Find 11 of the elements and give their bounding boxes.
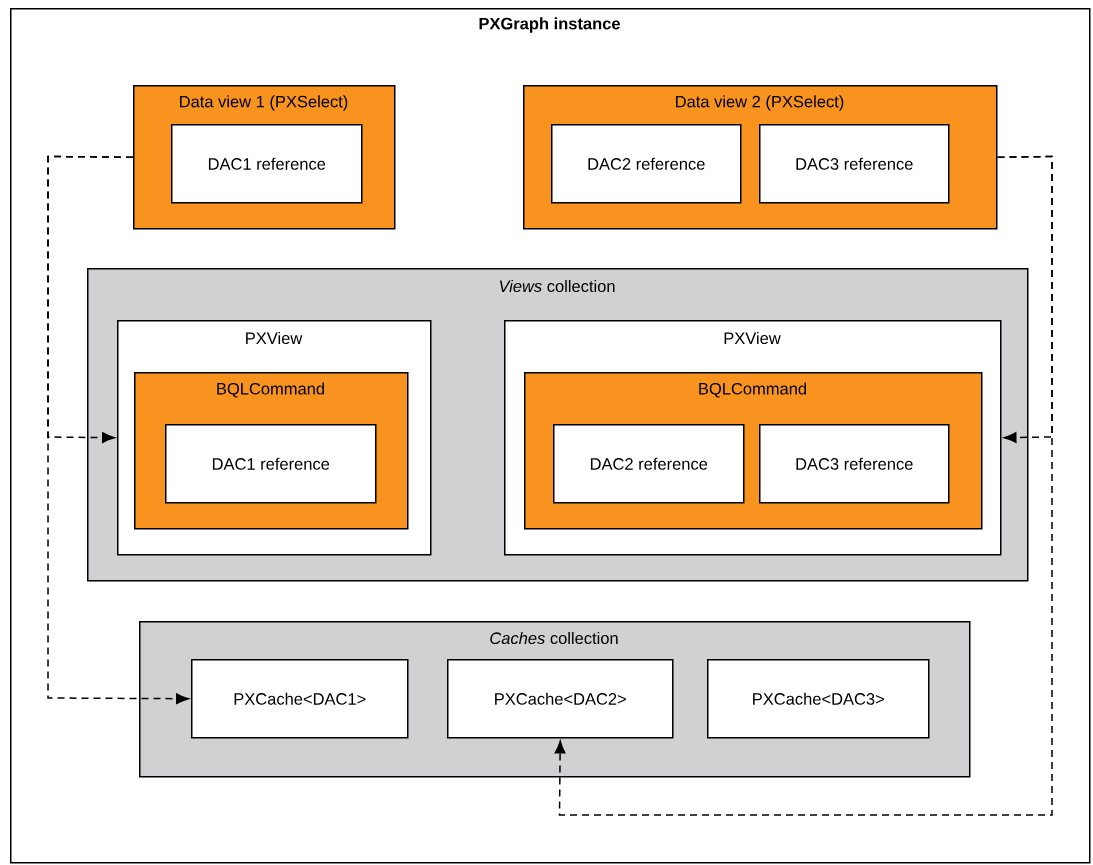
object-box: DAC2 reference [551, 124, 742, 204]
object-box: DAC1 reference [171, 124, 363, 204]
object-box: PXCache<DAC2> [447, 659, 674, 739]
object-box: DAC1 reference [165, 424, 377, 504]
object-box: DAC3 reference [759, 424, 950, 504]
object-box: DAC2 reference [553, 424, 745, 504]
object-box: PXCache<DAC3> [707, 659, 930, 739]
dashed-arrow [47, 155, 189, 705]
dashed-arrow [554, 155, 1053, 816]
object-box: DAC3 reference [759, 124, 950, 204]
object-box: PXCache<DAC1> [191, 659, 409, 739]
